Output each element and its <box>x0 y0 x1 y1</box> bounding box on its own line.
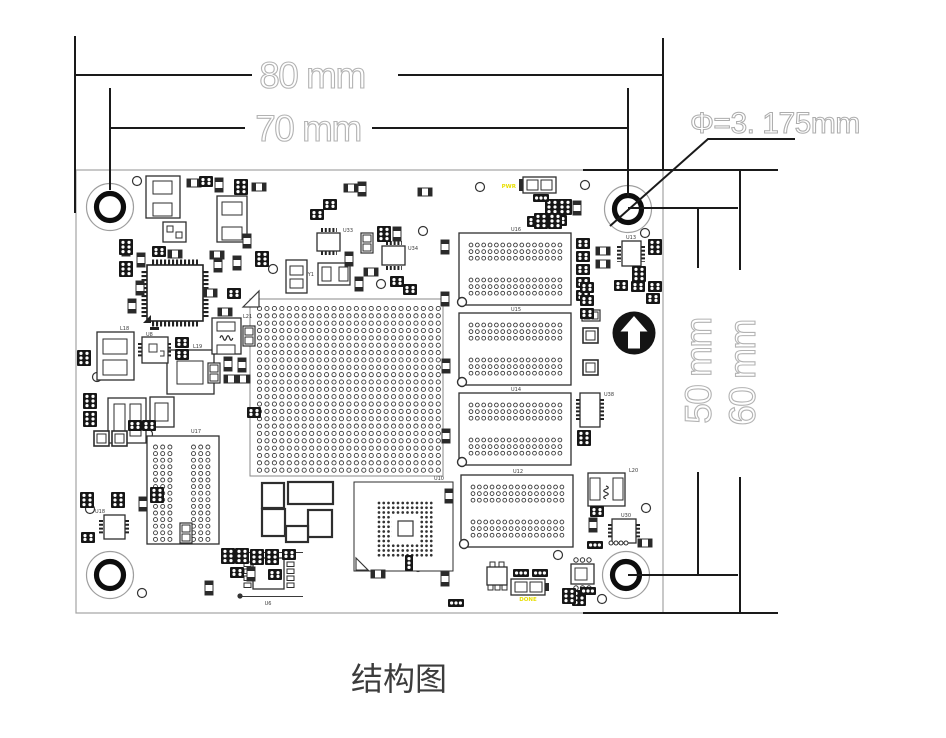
ddr1-ref: U16 <box>511 227 521 233</box>
cpu-qfp-chip <box>141 259 209 330</box>
ddr-chip-3: U14 <box>456 387 572 468</box>
ic-u30: U30 <box>608 513 640 544</box>
emmc-ref: U10 <box>434 476 444 482</box>
inductor-l21: L21 <box>211 314 252 355</box>
u33-ref: U33 <box>343 228 353 234</box>
shield-pads <box>260 480 335 544</box>
u6-ref: U6 <box>265 601 272 607</box>
dim-hole-pitch-y-label: 50 mm <box>678 318 719 424</box>
ddr2-ref: U15 <box>511 307 521 313</box>
ddr-chip-1: U16 <box>456 227 572 308</box>
inductor-l18: L18 <box>96 326 135 381</box>
dim-hole-diameter-label: Φ=3. 175mm <box>690 107 860 140</box>
l20-ref: L20 <box>629 468 638 474</box>
inductor-l20: L20 <box>587 468 638 507</box>
u18-ref: U18 <box>95 509 105 515</box>
main-bga-array <box>241 289 444 477</box>
hole-diameter-leader <box>609 138 795 227</box>
pwr-label: PWR <box>502 184 517 190</box>
mounting-hole-bottom-left <box>87 552 134 599</box>
dim-board-width-label: 80 mm <box>259 55 365 96</box>
bga-pin1-silk-triangle <box>241 289 260 308</box>
power-block-b <box>216 195 248 243</box>
done-led: DONE <box>510 578 549 603</box>
pcb-board: U16 U15 U14 <box>75 169 664 614</box>
dimension-annotations: 80 mm 70 mm Φ=3. 175mm 50 mm 60 mm <box>74 36 861 614</box>
ddr-chip-2: U15 <box>456 307 572 388</box>
l19-ref: L19 <box>193 344 202 350</box>
power-inductors: L18 L19 L21 L20 Y1 <box>96 175 638 507</box>
mounting-hole-top-left <box>87 184 134 231</box>
connector-ref: U17 <box>191 429 201 435</box>
dim-board-height-label: 60 mm <box>722 320 763 426</box>
orientation-arrow-marker <box>612 311 656 355</box>
crystal-y1: Y1 <box>307 262 351 286</box>
power-block-a <box>145 175 181 219</box>
l21-ref: L21 <box>243 314 252 320</box>
u34-ref: U34 <box>408 246 418 252</box>
y1-ref: Y1 <box>307 272 314 278</box>
ic-u33: U33 <box>316 228 353 255</box>
coil-footprint-u36 <box>608 540 629 546</box>
qfn-small <box>162 221 187 243</box>
ddr-chip-4: U12 <box>458 469 574 550</box>
u8-ref: U8 <box>146 332 153 338</box>
u13-ref: U13 <box>626 235 636 241</box>
done-label: DONE <box>519 597 537 603</box>
ic-u13: U13 <box>617 235 645 267</box>
inductor-mid <box>285 259 308 294</box>
l18-ref: L18 <box>120 326 129 332</box>
dim-hole-pitch-x-label: 70 mm <box>255 108 361 149</box>
diagram-caption: 结构图 <box>351 661 447 697</box>
emmc-bga-chip: U10 <box>353 476 454 572</box>
sot23-u35 <box>486 561 508 591</box>
ic-u8: U8 <box>138 332 171 364</box>
ddr4-ref: U12 <box>513 469 523 475</box>
u38-ref: U38 <box>604 392 614 398</box>
pwr-led: PWR <box>502 176 557 194</box>
ic-u34: U34 <box>381 241 418 270</box>
ic-u38: U38 <box>576 392 614 428</box>
ic-u18: U18 <box>95 509 129 540</box>
ddr3-ref: U14 <box>511 387 521 393</box>
inductor-l19: L19 <box>166 344 215 395</box>
u30-ref: U30 <box>621 513 631 519</box>
